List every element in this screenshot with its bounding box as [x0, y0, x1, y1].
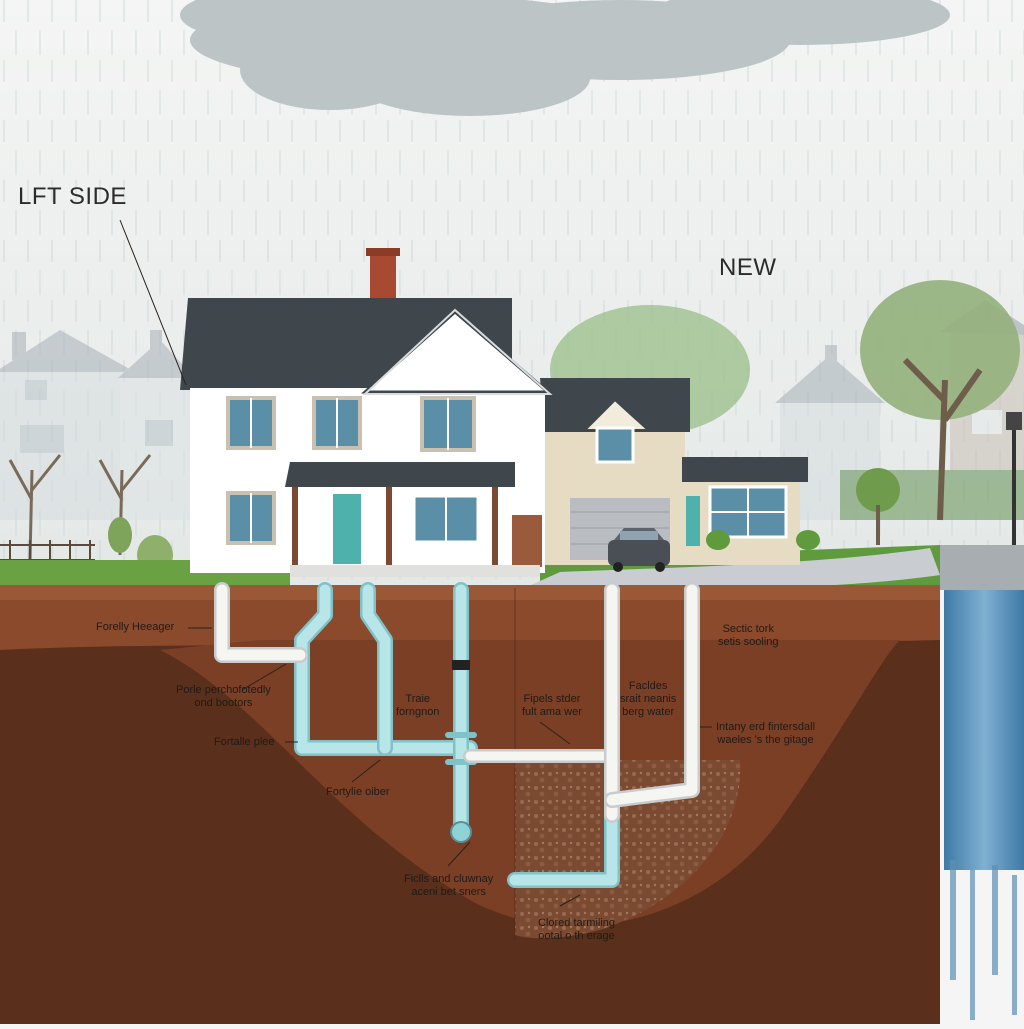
label-fipels-stder: Fipels stder fult ama wer	[522, 693, 582, 718]
white-pipe-network	[214, 582, 700, 823]
background-houses-left	[0, 330, 195, 520]
label-pointers	[119, 219, 712, 907]
blue-pipe-network	[294, 582, 620, 888]
tree-right	[860, 280, 1020, 521]
road	[940, 545, 1024, 590]
new-heading: NEW	[719, 254, 777, 281]
street-lamp	[1006, 412, 1022, 545]
label-fortylie-oiber: Fortylie oiber	[326, 786, 390, 798]
driveway	[520, 548, 940, 591]
label-porle-perchofotedly: Porle perchofotedly ond bootors	[176, 684, 271, 709]
waterfall	[944, 590, 1024, 1020]
label-traie-forngnon: Traie forngnon	[396, 693, 440, 718]
label-facldes: Facldes srait neanis berg water	[620, 680, 677, 718]
label-ficlls-and-cluwnay: Ficlls and cluwnay aceni bet sners	[404, 873, 494, 898]
label-intany-erd: Intany erd fintersdall waeles 's the git…	[716, 721, 816, 746]
label-clored-tarmiling: Clored tarmiling ootal o th erage	[538, 917, 616, 942]
main-house	[180, 248, 553, 577]
topiary-tree	[856, 468, 900, 545]
rain-cloud	[180, 0, 950, 116]
label-sectic-tork: Sectic tork setis sooling	[718, 623, 779, 648]
gravel-bed	[515, 760, 741, 939]
label-fortalle-plee: Fortalle plee	[214, 736, 275, 748]
label-forelly-heeager: Forelly Heeager	[96, 621, 175, 633]
topsoil-texture	[0, 585, 940, 600]
left-side-heading: LFT SIDE	[18, 183, 127, 210]
car	[608, 528, 670, 572]
